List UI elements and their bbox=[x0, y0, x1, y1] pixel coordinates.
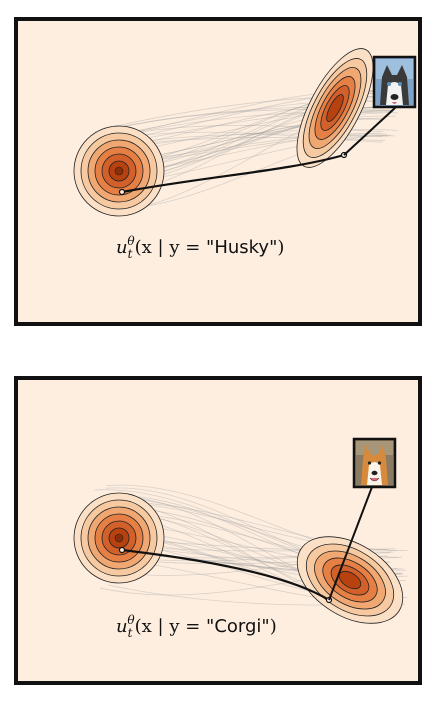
caption-corgi: utθ(x | y = "Corgi") bbox=[116, 613, 277, 640]
flow-line bbox=[112, 501, 408, 551]
panel-corgi: utθ(x | y = "Corgi") bbox=[14, 376, 422, 685]
caption-husky: utθ(x | y = "Husky") bbox=[116, 234, 285, 261]
panel-husky: utθ(x | y = "Husky") bbox=[14, 17, 422, 326]
source-density bbox=[73, 492, 165, 584]
trajectory-start-point bbox=[118, 188, 126, 196]
trajectory-line bbox=[121, 548, 330, 601]
source-density bbox=[73, 125, 165, 217]
trajectory-line bbox=[121, 153, 345, 194]
corgi-photo bbox=[352, 437, 397, 489]
flow-diagram-husky bbox=[73, 48, 417, 217]
target-density bbox=[296, 48, 374, 168]
trajectory-start-point bbox=[118, 546, 126, 554]
connector-line bbox=[343, 106, 397, 156]
husky-photo bbox=[372, 55, 417, 109]
flow-diagram-corgi bbox=[73, 437, 408, 624]
target-density bbox=[296, 536, 404, 624]
connector-line bbox=[328, 486, 373, 601]
